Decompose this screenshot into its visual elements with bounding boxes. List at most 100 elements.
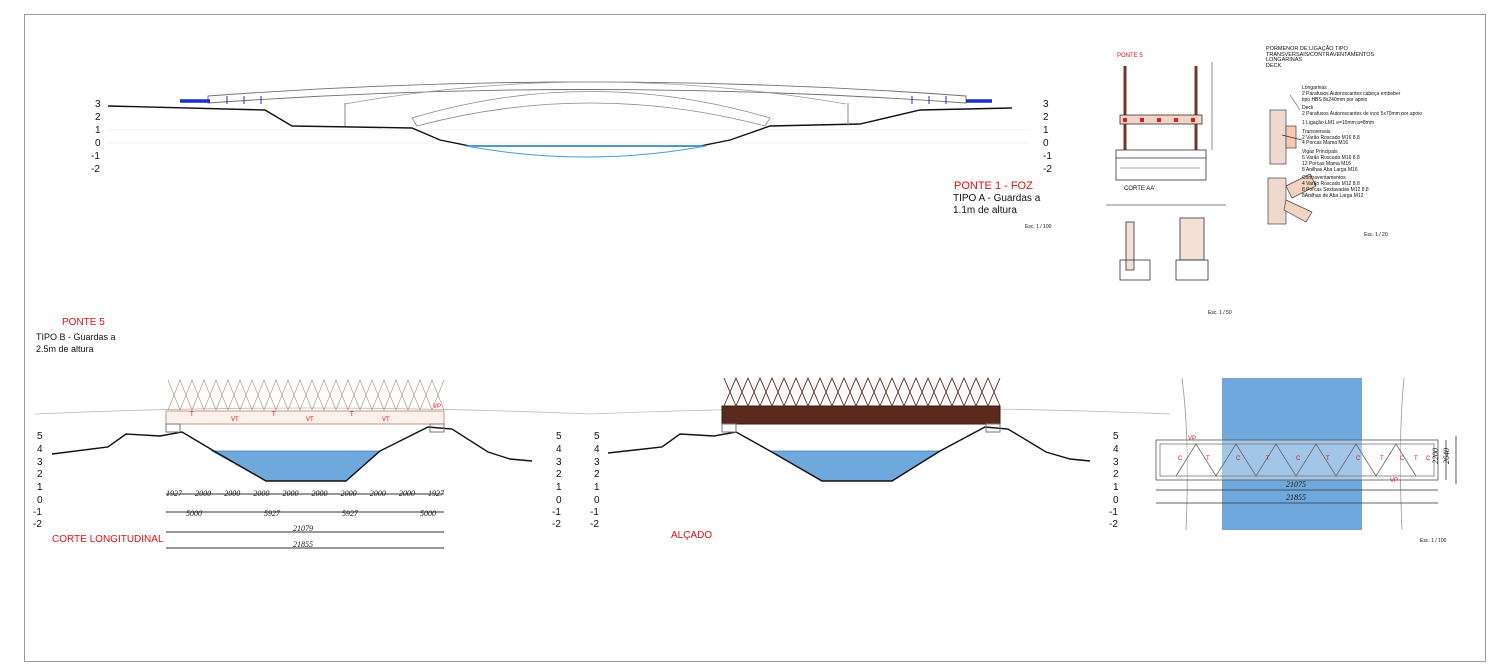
connections-heading-line: TRANSVERSAIS/CONTRAVENTAMENTOS (1266, 51, 1375, 58)
bridge5-section-drawing (34, 379, 591, 549)
member-tag: VT (231, 417, 239, 423)
bridge1-level-right-m2: -2 (1043, 164, 1052, 175)
connection-note: Longarinas (1302, 85, 1327, 91)
detail-section-title: PONTE 5 (1117, 53, 1143, 59)
plan-dim-total: 21855 (1286, 493, 1306, 502)
connection-note: 6 Varão Roscado M16 8.8 (1302, 154, 1360, 161)
plan-tag: VP (1188, 436, 1197, 442)
dim-value: 5927 (342, 509, 358, 518)
section-level-right-3: 3 (556, 457, 562, 468)
dims-row2: 5000 5927 5927 5000 (186, 509, 436, 518)
bridge1-level-left-3: 3 (95, 99, 101, 110)
bridge5-subtitle-line1: TIPO B - Guardas a (36, 332, 116, 342)
connection-note: 4 Varão Roscado M12 8.8 (1302, 181, 1360, 188)
elevation-level-left-m1: -1 (590, 507, 599, 518)
plan-dim-width-2: 2640 (1442, 448, 1451, 464)
member-tag: T (272, 412, 276, 418)
bridge5-elevation-terrain (607, 426, 1091, 482)
sheet-frame (24, 14, 1486, 662)
elevation-level-right-m1: -1 (1109, 507, 1118, 518)
bridge1-level-left-2: 2 (95, 112, 101, 123)
bridge5-section-water (210, 450, 382, 482)
connection-note: Transversais (1302, 128, 1331, 135)
dim-value: 2000 (369, 489, 386, 498)
section-level-left-3: 3 (37, 457, 43, 468)
section-level-right-m1: -1 (552, 507, 561, 518)
bridge5-section-terrain (51, 426, 533, 482)
bridge1-water (465, 145, 707, 158)
detail-section-label: CORTE AA' (1124, 186, 1156, 192)
elevation-level-left-m2: -2 (590, 519, 599, 530)
bridge1-title: PONTE 1 - FOZ (954, 180, 1033, 192)
dim-value: 2000 (340, 489, 357, 498)
plan-tag: C (1178, 456, 1183, 462)
connection-note: 12 Porcas Mama M16 (1302, 160, 1351, 167)
plan-tag: C (1296, 456, 1301, 462)
section-level-right-5: 5 (556, 431, 562, 442)
connections-notes: Longarinas 2 Parafusos Autoroscantes cab… (1302, 85, 1423, 200)
member-tag: T (190, 412, 194, 418)
elevation-level-left-3: 3 (594, 457, 600, 468)
section-level-left-2: 2 (37, 469, 43, 480)
detail-section-drawing (1106, 62, 1226, 281)
dims-row1: 1927 2000 2000 2000 2000 2000 2000 2000 … (166, 489, 444, 498)
section-level-right-0: 0 (556, 495, 562, 506)
elevation-level-right-3: 3 (1113, 457, 1119, 468)
elevation-level-left-4: 4 (594, 444, 600, 455)
elevation-level-left-2: 2 (594, 469, 600, 480)
bridge1-level-left-0: 0 (95, 138, 101, 149)
dim-total: 21855 (293, 540, 313, 549)
bridge1-level-left-m1: -1 (91, 151, 100, 162)
dim-total-inner: 21079 (293, 524, 313, 533)
plan-tag: T (1206, 456, 1210, 462)
dim-value: 2000 (398, 489, 415, 498)
section-level-left-m1: -1 (33, 507, 42, 518)
plan-tag: C (1426, 456, 1431, 462)
bridge1-level-right-3: 3 (1043, 99, 1049, 110)
bridge1-level-right-m1: -1 (1043, 151, 1052, 162)
section-level-right-2: 2 (556, 469, 562, 480)
plan-scale: Esc. 1 / 100 (1420, 538, 1447, 544)
connection-note: 2 Parafusos Autoroscantes cabeça embeber (1302, 90, 1401, 97)
section-level-left-5: 5 (37, 431, 43, 442)
plan-tag: C (1236, 456, 1241, 462)
connection-note: 2 Parafusos Autoroscantes de inox 5x70mm… (1302, 111, 1423, 118)
bridge1-level-right-2: 2 (1043, 112, 1049, 123)
bridge1-terrain (107, 105, 1013, 147)
bridge1-subtitle-line2: 1.1m de altura (953, 205, 1017, 216)
bridge5-title: PONTE 5 (62, 317, 105, 328)
elevation-level-right-1: 1 (1113, 482, 1119, 493)
plan-tag: T (1266, 456, 1270, 462)
detail-section-scale: Esc. 1 / 50 (1208, 310, 1232, 316)
bridge5-elevation-drawing (589, 376, 1171, 482)
dim-value: 5000 (186, 509, 202, 518)
connection-note: 8 Anilhas Aba Larga M16 (1302, 166, 1358, 173)
bridge1-arch-main (411, 91, 771, 127)
member-tag: VP (433, 404, 442, 410)
bridge1-subtitle-line1: TIPO A - Guardas a (953, 193, 1041, 204)
elevation-level-right-0: 0 (1113, 495, 1119, 506)
dim-value: 2000 (224, 489, 241, 498)
connection-details-drawing (1267, 94, 1317, 225)
bridge5-subtitle-line2: 2.5m de altura (36, 344, 94, 354)
connections-heading: PORMENOR DE LIGAÇÃO TIPO TRANSVERSAIS/CO… (1266, 46, 1375, 69)
plan-dim-width-1: 2200 (1431, 448, 1440, 464)
elevation-level-left-5: 5 (594, 431, 600, 442)
connection-note: 2 Varão Roscado M16 8.8 (1302, 134, 1360, 141)
member-tag: VT (306, 417, 314, 423)
plan-tag: T (1380, 456, 1384, 462)
connections-heading-line: PORMENOR DE LIGAÇÃO TIPO (1266, 46, 1348, 52)
connection-note: 4 Porcas Mama M16 (1302, 140, 1349, 147)
dim-value: 2000 (195, 489, 212, 498)
bridge1-level-left-1: 1 (95, 125, 101, 136)
dim-value: 2000 (282, 489, 299, 498)
connection-note: 1 Ligação LM1 e=10mm;a=8mm (1302, 119, 1374, 126)
bridge1-scale: Esc. 1 / 100 (1025, 224, 1052, 230)
connections-heading-line: DECK (1266, 62, 1282, 69)
connection-note: Deck (1302, 105, 1314, 112)
connection-note: Contraventamentos (1302, 175, 1346, 182)
plan-tag: VP (1390, 478, 1399, 484)
dim-value: 1927 (166, 489, 182, 498)
connection-note: Vigas Principais (1302, 149, 1338, 156)
